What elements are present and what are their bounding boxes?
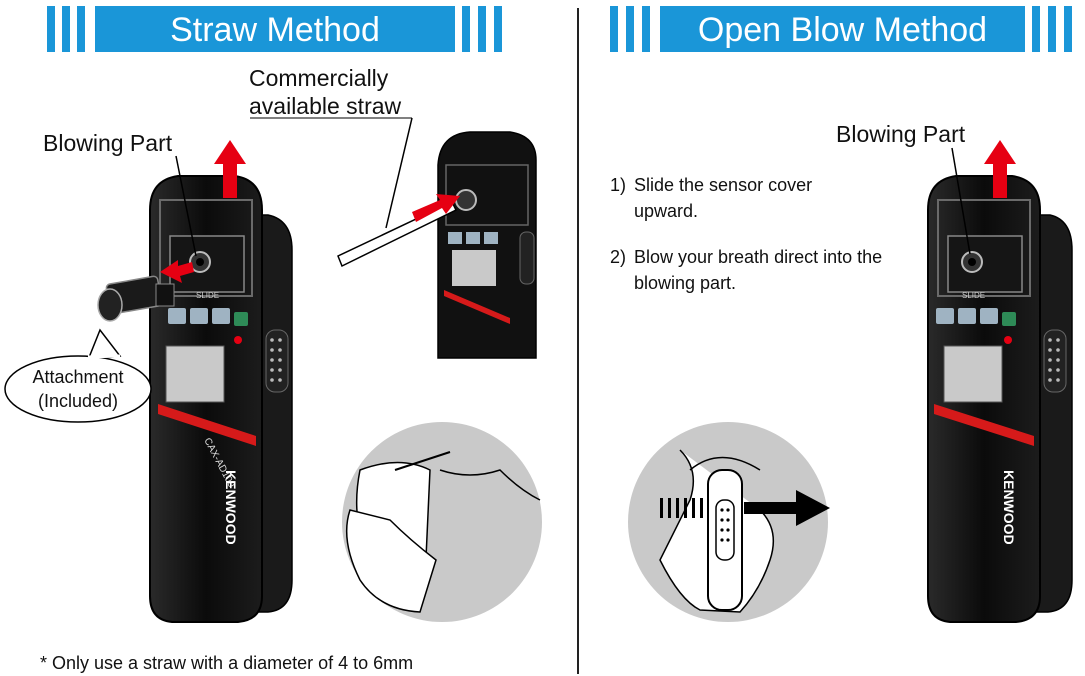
straw-leader [385, 117, 413, 229]
breath-arrow-icon [660, 490, 830, 526]
up-arrow-icon [984, 140, 1016, 198]
step-item: 2) Blow your breath direct into the blow… [610, 244, 900, 296]
blowing-part-label-left: Blowing Part [43, 130, 173, 156]
attachment-label-line1: Attachment [32, 367, 124, 387]
banner-stripe [47, 6, 55, 52]
slide-marking: SLIDE [962, 291, 985, 300]
step-item: 1) Slide the sensor cover upward. [610, 172, 900, 224]
blowing-part-label-right: Blowing Part [836, 121, 966, 147]
attachment-label-line2: (Included) [37, 391, 119, 411]
straw-inset [437, 128, 538, 359]
attachment-callout [4, 328, 152, 423]
banner-stripe [642, 6, 650, 52]
slide-marking: SLIDE [196, 291, 219, 300]
open-blow-method-banner: Open Blow Method [600, 6, 1085, 52]
attachment-part [97, 275, 175, 322]
straw-label-line1: Commercially [249, 65, 389, 91]
banner-stripe [62, 6, 70, 52]
push-arrow-icon [160, 260, 194, 283]
open-blow-illustration [628, 422, 828, 622]
step-text: Blow your breath direct into the blowing… [634, 247, 883, 293]
step-number: 1) [610, 175, 627, 195]
banner-stripe [626, 6, 634, 52]
breathalyzer-device-left: SLIDE CAX-AD100 KENWOOD [149, 175, 293, 623]
open-blow-method-title: Open Blow Method [660, 6, 1025, 52]
blowing-part-leader [951, 147, 971, 255]
banner-stripe [1064, 6, 1072, 52]
device-brand-label: KENWOOD [223, 470, 239, 545]
up-arrow-icon [214, 140, 246, 198]
banner-stripe [1032, 6, 1040, 52]
banner-stripe [77, 6, 85, 52]
banner-stripe [462, 6, 470, 52]
straw-method-title: Straw Method [95, 6, 455, 52]
banner-stripe [494, 6, 502, 52]
push-arrow-icon [412, 194, 460, 222]
banner-stripe [610, 6, 618, 52]
straw-label-line2: available straw [249, 93, 402, 119]
step-text: Slide the sensor cover upward. [634, 175, 813, 221]
banner-stripe [1048, 6, 1056, 52]
straw [337, 201, 458, 268]
instruction-steps: 1) Slide the sensor cover upward. 2) Blo… [610, 172, 900, 296]
straw-diameter-footnote: * Only use a straw with a diameter of 4 … [40, 653, 414, 673]
hand-straw-illustration [342, 422, 542, 622]
straw-method-banner: Straw Method [0, 6, 530, 52]
step-number: 2) [610, 247, 627, 267]
breathalyzer-device-right: SLIDE KENWOOD [927, 175, 1073, 623]
blowing-part-leader [175, 155, 197, 257]
section-divider [577, 8, 579, 674]
banner-stripe [478, 6, 486, 52]
device-brand-label: KENWOOD [1001, 470, 1017, 545]
